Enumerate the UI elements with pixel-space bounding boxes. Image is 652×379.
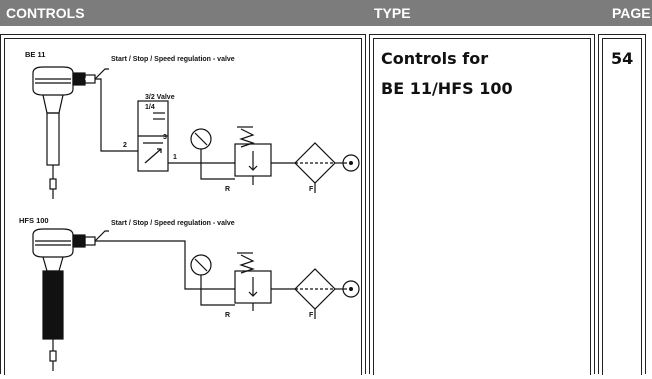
valve-type-label: 3/2 Valve — [145, 94, 175, 101]
port-3-label: 3 — [163, 134, 167, 141]
type-panel: Controls for BE 11/HFS 100 — [369, 34, 595, 375]
hfs100-valve-icon — [72, 234, 86, 248]
be11-handpiece-icon — [32, 66, 74, 96]
controls-column-header: CONTROLS — [6, 5, 85, 21]
hfs100-handpiece-icon — [32, 228, 74, 258]
air-supply-icon — [342, 154, 360, 172]
page-column-header: PAGE — [612, 5, 651, 21]
controls-panel-inner: BE 11 Start / Stop / Speed regulation - … — [4, 38, 362, 375]
type-line-1: Controls for — [381, 49, 489, 68]
port-2-label: 2 — [123, 142, 127, 149]
page-number: 54 — [611, 49, 634, 68]
be11-label: BE 11 — [25, 50, 45, 59]
filter-f-label: F — [309, 186, 314, 193]
valve-size-label: 1/4 — [145, 104, 155, 111]
type-column-header: TYPE — [374, 5, 411, 21]
port-1-label: 1 — [173, 154, 177, 161]
air-supply-icon-2 — [342, 280, 360, 298]
table-header: CONTROLS TYPE PAGE — [0, 0, 652, 26]
regulator-r-label-2: R — [225, 312, 230, 319]
page-panel-inner: 54 — [602, 38, 642, 375]
type-panel-inner: Controls for BE 11/HFS 100 — [373, 38, 591, 375]
be11-valve-icon — [72, 72, 86, 86]
hfs100-valve-label: Start / Stop / Speed regulation - valve — [111, 220, 235, 227]
be11-valve-label: Start / Stop / Speed regulation - valve — [111, 56, 235, 63]
pneumatic-diagram: BE 11 Start / Stop / Speed regulation - … — [19, 50, 360, 371]
hfs100-label: HFS 100 — [19, 216, 49, 225]
controls-panel: BE 11 Start / Stop / Speed regulation - … — [0, 34, 366, 375]
type-line-2: BE 11/HFS 100 — [381, 79, 513, 98]
page-panel: 54 — [598, 34, 646, 375]
regulator-r-label: R — [225, 186, 230, 193]
filter-f-label-2: F — [309, 312, 314, 319]
